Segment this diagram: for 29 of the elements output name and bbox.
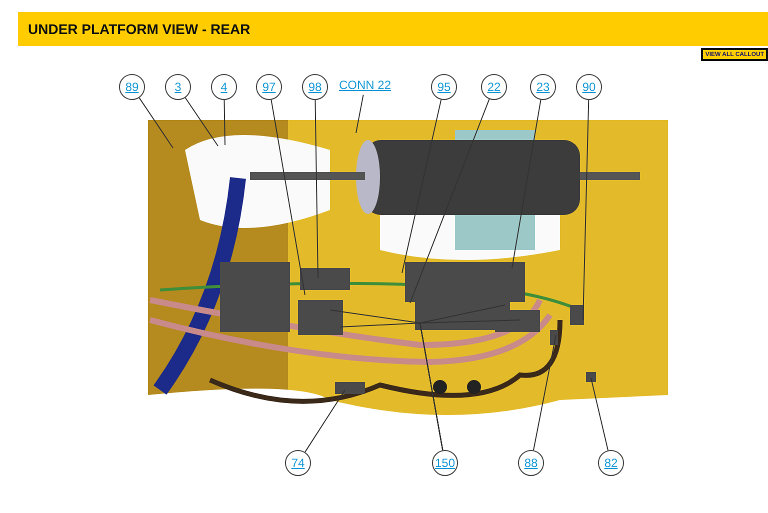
leader-line <box>402 99 442 274</box>
leader-line <box>270 99 306 296</box>
callout-number: 95 <box>431 74 457 100</box>
callout-number: 90 <box>576 74 602 100</box>
leader-line <box>314 100 318 278</box>
leader-line <box>419 320 520 451</box>
leader-line <box>512 99 542 268</box>
callout-number: 3 <box>165 74 191 100</box>
leader-line <box>138 97 174 148</box>
callout-number: 89 <box>119 74 145 100</box>
leader-line <box>590 378 609 451</box>
leader-line <box>356 94 364 134</box>
callout-number: 74 <box>285 450 311 476</box>
leader-line <box>582 100 590 320</box>
callout-number: 150 <box>432 450 458 476</box>
leader-line <box>533 334 556 451</box>
callout-number: 4 <box>211 74 237 100</box>
page-title: UNDER PLATFORM VIEW - REAR <box>28 21 250 37</box>
callout-link: CONN 22 <box>339 78 392 92</box>
callout-number: 88 <box>518 450 544 476</box>
callout-number: 22 <box>481 74 507 100</box>
leader-line <box>304 390 346 453</box>
callout-number: 98 <box>302 74 328 100</box>
callout-number: 82 <box>598 450 624 476</box>
callout-number: 97 <box>256 74 282 100</box>
leader-line <box>184 97 218 146</box>
leader-line <box>224 100 226 146</box>
callout-number: 23 <box>530 74 556 100</box>
leader-line <box>410 98 490 304</box>
